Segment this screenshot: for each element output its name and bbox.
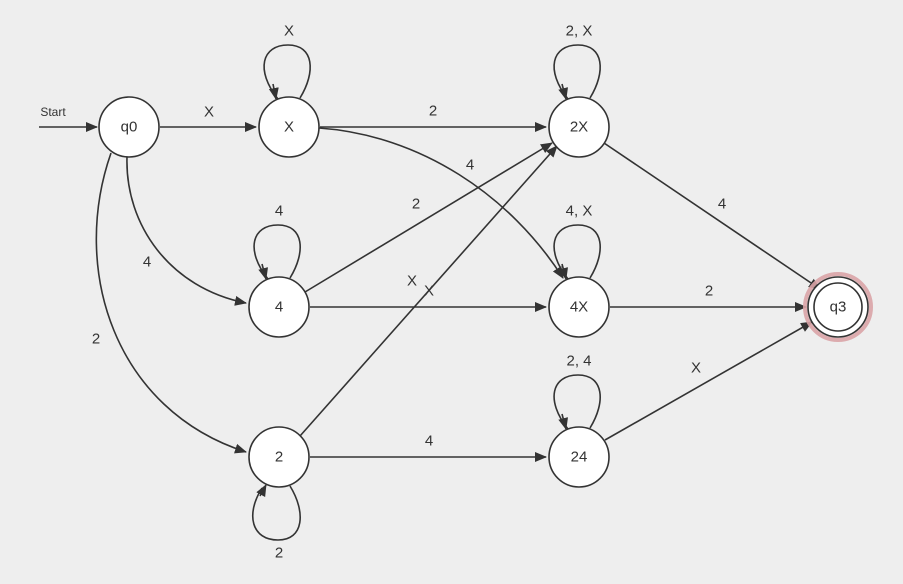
state-2x-label: 2X bbox=[570, 119, 588, 136]
edge-2x-loop-head bbox=[558, 83, 568, 100]
edge-4x-loop-head bbox=[558, 263, 568, 280]
edge-label-x-4x: 4 bbox=[466, 157, 474, 174]
state-2[interactable]: 2 bbox=[248, 426, 310, 488]
edge-2-2x bbox=[299, 145, 558, 437]
edge-24-q3 bbox=[604, 321, 813, 441]
edge-label-2x-q3: 4 bbox=[718, 196, 726, 213]
state-q3-label: q3 bbox=[830, 299, 847, 316]
state-4-label: 4 bbox=[275, 299, 283, 316]
state-24[interactable]: 24 bbox=[548, 426, 610, 488]
edge-label-2x-loop: 2, X bbox=[566, 23, 593, 40]
state-4[interactable]: 4 bbox=[248, 276, 310, 338]
edge-label-24-q3: X bbox=[691, 360, 701, 377]
edge-label-q0-2: 2 bbox=[92, 331, 100, 348]
edge-4-2x bbox=[304, 142, 553, 293]
edge-x-loop-head bbox=[268, 83, 279, 100]
start-label: Start bbox=[40, 105, 66, 119]
state-x[interactable]: X bbox=[258, 96, 320, 158]
edge-x-4x bbox=[318, 127, 564, 279]
edge-label-24-loop: 2, 4 bbox=[566, 353, 591, 370]
edge-label-2-loop: 2 bbox=[275, 545, 283, 562]
edge-label-2-24: 4 bbox=[425, 433, 433, 450]
edge-label-4-loop: 4 bbox=[275, 203, 283, 220]
state-2x[interactable]: 2X bbox=[548, 96, 610, 158]
edge-label-q0-x: X bbox=[204, 104, 214, 121]
state-2-label: 2 bbox=[275, 449, 283, 466]
edge-label-x-2x: 2 bbox=[429, 103, 437, 120]
state-4x-label: 4X bbox=[570, 299, 588, 316]
edge-2-loop bbox=[252, 485, 301, 541]
edge-2-loop-head bbox=[256, 484, 267, 498]
state-q3-accepting[interactable]: q3 bbox=[803, 272, 873, 342]
state-24-label: 24 bbox=[571, 449, 588, 466]
edge-q0-2 bbox=[95, 152, 247, 454]
edge-24-loop bbox=[553, 374, 601, 430]
edge-label-4-2x: 2 bbox=[412, 196, 420, 213]
edge-24-loop-head bbox=[558, 413, 568, 430]
edge-label-x-loop: X bbox=[284, 23, 294, 40]
edge-2x-q3 bbox=[603, 142, 821, 290]
edge-label-4x-loop: 4, X bbox=[566, 203, 593, 220]
edge-4x-loop bbox=[553, 224, 601, 280]
state-x-label: X bbox=[284, 119, 294, 136]
state-q0[interactable]: q0 bbox=[98, 96, 160, 158]
edge-label-2-2x: X bbox=[407, 273, 417, 290]
state-4x[interactable]: 4X bbox=[548, 276, 610, 338]
edge-2x-loop bbox=[553, 44, 601, 100]
state-q0-label: q0 bbox=[121, 119, 138, 136]
edge-x-loop bbox=[263, 44, 311, 100]
edge-label-q0-4: 4 bbox=[143, 254, 151, 271]
edge-4-loop bbox=[253, 224, 301, 280]
edge-q0-4 bbox=[126, 156, 247, 306]
edge-4-loop-head bbox=[258, 263, 268, 280]
edge-label-4x-q3: 2 bbox=[705, 283, 713, 300]
